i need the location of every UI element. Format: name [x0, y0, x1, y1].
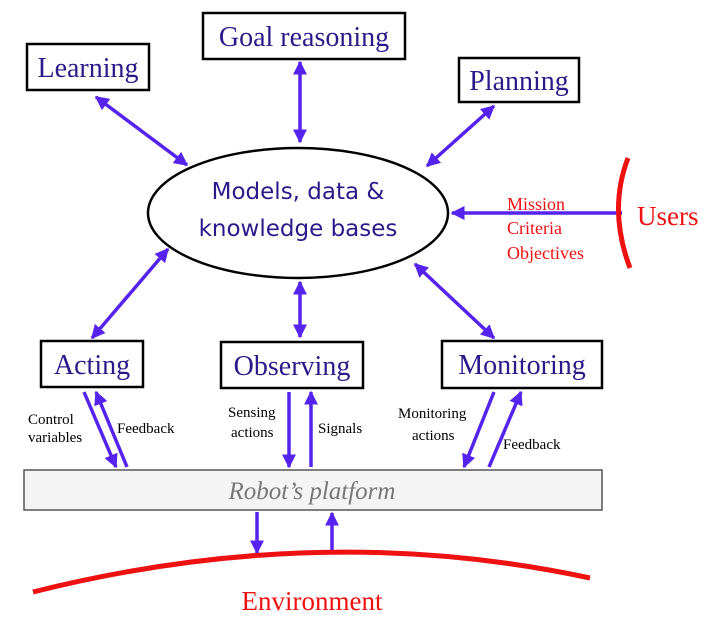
goal-reasoning-box[interactable] [201, 11, 407, 61]
users-bracket [615, 157, 633, 269]
planning-label: Planning [469, 66, 569, 97]
users-label: Users [637, 201, 699, 231]
learning-module[interactable]: Learning [25, 42, 151, 92]
criteria-label: Criteria [507, 218, 562, 238]
mission-label: Mission [507, 194, 565, 214]
monitoring-module[interactable]: Monitoring [440, 339, 604, 390]
robot-platform-box[interactable] [23, 469, 603, 511]
environment-label: Environment [242, 586, 383, 616]
observing-module[interactable]: Observing [219, 340, 365, 390]
arrow-acting-feedback [94, 390, 129, 468]
control-variables-line2: variables [28, 430, 82, 446]
acting-box[interactable] [39, 339, 145, 389]
module-arrows [90, 60, 496, 340]
planning-box[interactable] [457, 56, 581, 104]
arrow-monitoring-feedback [487, 390, 523, 468]
arrow-kb-acting [90, 247, 170, 340]
observing-box[interactable] [219, 340, 365, 390]
center-label-line1: Models, data & [212, 179, 385, 205]
environment-curve [32, 549, 591, 595]
monitoring-actions-line1: Monitoring [398, 406, 467, 422]
observing-label: Observing [234, 351, 351, 382]
platform-environment-arrows [250, 511, 339, 555]
arrow-planning-kb [425, 104, 496, 168]
signals-label: Signals [318, 421, 362, 437]
objectives-label: Objectives [507, 243, 584, 263]
monitoring-feedback-label: Feedback [503, 437, 561, 453]
arrow-kb-monitoring [413, 262, 496, 340]
knowledge-base-ellipse[interactable] [146, 146, 450, 280]
control-variables-line1: Control [28, 412, 74, 428]
monitoring-label: Monitoring [458, 350, 586, 381]
monitoring-platform-arrows [462, 390, 523, 469]
acting-platform-arrows [82, 390, 129, 469]
sensing-actions-line1: Sensing [228, 405, 276, 421]
robot-platform-label: Robot’s platform [228, 478, 396, 505]
arrow-control-variables [82, 391, 118, 469]
planning-module[interactable]: Planning [457, 56, 581, 104]
acting-module[interactable]: Acting [39, 339, 145, 389]
goal-reasoning-label: Goal reasoning [219, 22, 389, 53]
arrow-monitoring-actions [462, 391, 496, 469]
goal-reasoning-module[interactable]: Goal reasoning [201, 11, 407, 61]
monitoring-box[interactable] [440, 339, 604, 390]
learning-label: Learning [37, 53, 138, 84]
acting-feedback-label: Feedback [117, 421, 175, 437]
learning-box[interactable] [25, 42, 151, 92]
center-label-line2: knowledge bases [199, 216, 398, 242]
monitoring-actions-line2: actions [412, 428, 455, 444]
observing-platform-arrows [282, 390, 318, 469]
arrow-learning-kb [94, 95, 189, 167]
sensing-actions-line2: actions [231, 425, 274, 441]
acting-label: Acting [54, 350, 130, 381]
